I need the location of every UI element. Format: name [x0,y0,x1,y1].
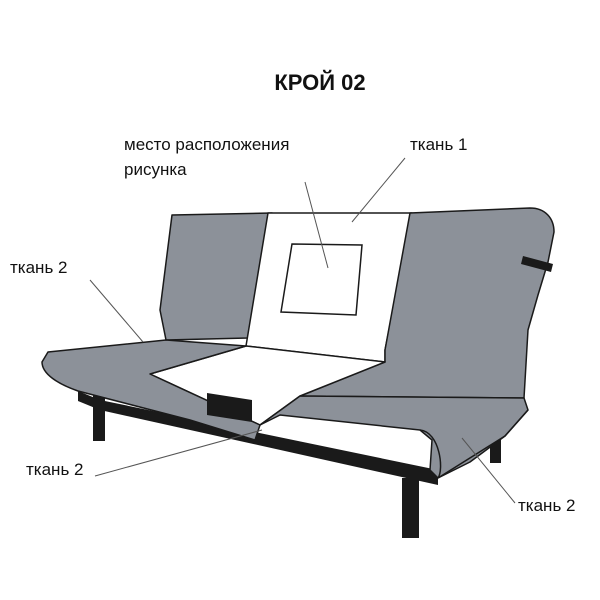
side-strap [521,256,553,272]
fabric2-bottom-label: ткань 2 [26,460,83,479]
leg-front-right [402,478,419,538]
fabric1-label: ткань 1 [410,135,467,154]
leader-picture [304,181,329,269]
leader-fabric2-bottom [94,429,263,477]
front-panel [207,393,252,422]
picture-label-line2: рисунка [124,160,187,179]
cushion-front-edge [419,409,529,479]
fabric2-left-label: ткань 2 [10,258,67,277]
fabric2-right-label: ткань 2 [518,496,575,515]
right-seat-cushion [259,395,529,479]
left-seat-cushion [41,339,261,441]
leader-fabric2-left [89,279,144,343]
picture-area [280,243,363,316]
leader-fabric1 [351,157,406,223]
leg-back-right [490,430,501,463]
left-backrest [159,212,273,341]
picture-label-line1: место расположения [124,135,289,154]
diagram-title: КРОЙ 02 [274,70,365,95]
leader-fabric2-right [461,437,516,504]
